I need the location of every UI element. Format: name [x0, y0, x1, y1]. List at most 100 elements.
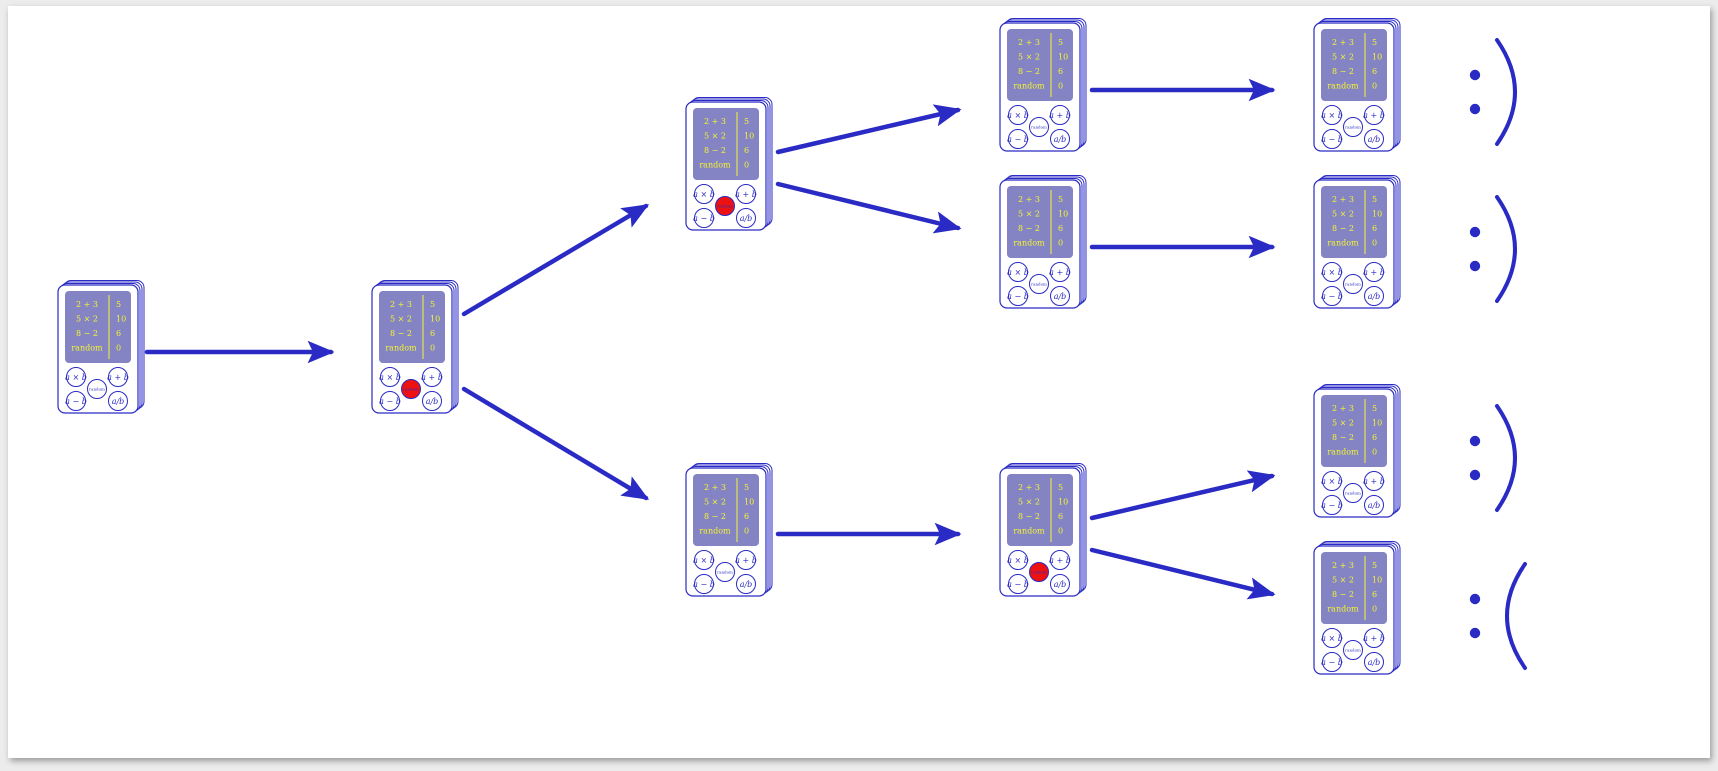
button-divide	[1050, 129, 1070, 149]
arrow-3	[461, 386, 650, 501]
button-add	[108, 367, 128, 387]
screen-expression: 2 + 3	[1018, 483, 1040, 492]
button-divide	[736, 208, 756, 228]
calculator-screen	[1007, 186, 1073, 258]
outcome-face-happy: :)	[1469, 38, 1517, 146]
button-add-label: a + b	[735, 556, 757, 565]
screen-value: 5	[1058, 195, 1063, 204]
button-add-label: a + b	[1363, 268, 1385, 277]
button-add-label: a + b	[1363, 111, 1385, 120]
outcome-layer: :):):):(	[1469, 38, 1527, 670]
button-subtract	[1322, 129, 1342, 149]
screen-value: 10	[1058, 53, 1068, 62]
button-subtract-label: a − b	[1321, 501, 1343, 510]
calculator-screen	[379, 291, 445, 363]
button-multiply-label: a × b	[1007, 556, 1029, 565]
screen-value: 0	[1372, 82, 1377, 91]
screen-value: 10	[744, 132, 754, 141]
screen-expression: 8 − 2	[1332, 224, 1354, 233]
button-multiply-label: a × b	[1007, 268, 1029, 277]
screen-value: 5	[1058, 483, 1063, 492]
screen-value: 10	[1372, 576, 1382, 585]
face-eye	[1469, 103, 1481, 115]
button-add-label: a + b	[1049, 556, 1071, 565]
calculator-screen	[1321, 29, 1387, 101]
button-random	[1029, 117, 1049, 137]
screen-expression: 8 − 2	[1332, 67, 1354, 76]
calculator-screen	[1321, 552, 1387, 624]
button-random	[1029, 274, 1049, 294]
screen-expression: random	[1013, 239, 1045, 248]
screen-value: 0	[430, 344, 435, 353]
face-eye	[1469, 226, 1481, 238]
button-divide	[1364, 129, 1384, 149]
screen-value: 10	[744, 498, 754, 507]
button-subtract	[1008, 574, 1028, 594]
button-random-label: random	[403, 387, 419, 392]
button-subtract-label: a − b	[65, 397, 87, 406]
button-add	[736, 550, 756, 570]
face-smile	[1495, 195, 1517, 303]
button-divide-label: a/b	[1054, 292, 1067, 301]
screen-expression: random	[1327, 82, 1359, 91]
screen-expression: 5 × 2	[390, 315, 412, 324]
screen-expression: 5 × 2	[1332, 576, 1354, 585]
screen-expression: random	[699, 161, 731, 170]
screen-value: 5	[1372, 38, 1377, 47]
screen-expression: random	[385, 344, 417, 353]
button-add-label: a + b	[107, 373, 129, 382]
button-multiply-label: a × b	[1007, 111, 1029, 120]
screen-expression: 8 − 2	[76, 329, 98, 338]
button-add	[422, 367, 442, 387]
screen-expression: 5 × 2	[1332, 210, 1354, 219]
button-random-label: random	[1031, 282, 1047, 287]
screen-value: 6	[1372, 224, 1377, 233]
screen-value: 5	[744, 117, 749, 126]
button-subtract	[1322, 652, 1342, 672]
face-eye	[1469, 260, 1481, 272]
button-multiply	[1322, 471, 1342, 491]
button-random-label: random	[717, 570, 733, 575]
button-divide-label: a/b	[112, 397, 125, 406]
screen-value: 6	[1058, 512, 1063, 521]
button-add	[1050, 105, 1070, 125]
screen-expression: 5 × 2	[1332, 419, 1354, 428]
screen-value: 0	[1058, 82, 1063, 91]
screen-expression: 2 + 3	[1332, 404, 1354, 413]
screen-value: 10	[1372, 53, 1382, 62]
button-add-label: a + b	[1363, 477, 1385, 486]
button-random-label: random	[1345, 491, 1361, 496]
arrow-10	[1089, 547, 1276, 600]
button-subtract	[694, 208, 714, 228]
screen-value: 6	[430, 329, 435, 338]
button-multiply	[66, 367, 86, 387]
button-subtract	[1008, 286, 1028, 306]
screen-value: 5	[1372, 561, 1377, 570]
button-random	[1343, 274, 1363, 294]
button-divide-label: a/b	[1368, 501, 1381, 510]
button-divide-label: a/b	[1054, 135, 1067, 144]
button-multiply	[1008, 262, 1028, 282]
button-multiply-label: a × b	[1321, 111, 1343, 120]
outcome-face-happy: :)	[1469, 195, 1517, 303]
button-divide	[108, 391, 128, 411]
button-subtract-label: a − b	[1321, 135, 1343, 144]
screen-value: 5	[1372, 404, 1377, 413]
button-multiply	[1322, 105, 1342, 125]
button-multiply-label: a × b	[65, 373, 87, 382]
button-add-label: a + b	[1049, 268, 1071, 277]
screen-expression: random	[1013, 82, 1045, 91]
button-subtract-label: a − b	[1321, 292, 1343, 301]
button-multiply-label: a × b	[693, 556, 715, 565]
button-add	[1050, 262, 1070, 282]
screen-value: 5	[744, 483, 749, 492]
screen-value: 0	[1372, 605, 1377, 614]
node-layer: 2 + 3 5 5 × 2 10 8 − 2 6 random 0 a × b a + b a − …	[57, 18, 1401, 675]
button-divide	[736, 574, 756, 594]
